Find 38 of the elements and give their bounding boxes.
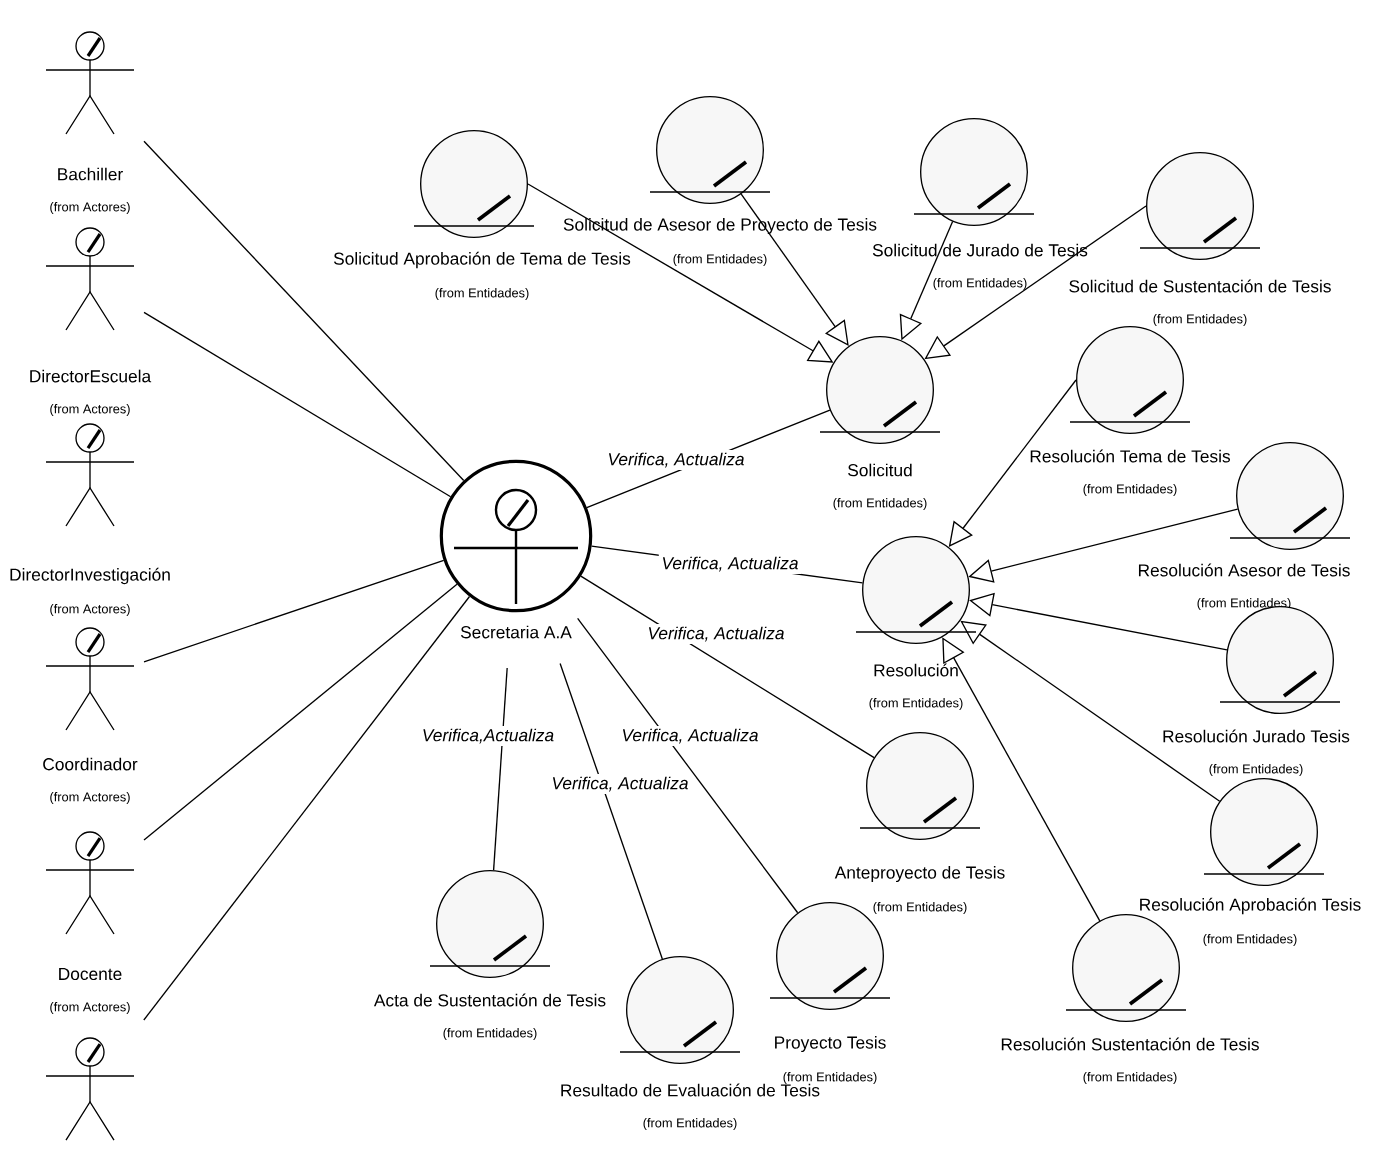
connector (942, 637, 1101, 922)
connector (924, 205, 1147, 360)
node-name: Coordinador (43, 757, 138, 771)
node-name: Secretaria A.A (460, 625, 572, 639)
node-name: Resultado de Evaluación de Tesis (561, 1083, 820, 1097)
connector (740, 193, 849, 346)
node-name: DirectorEscuela (30, 369, 152, 383)
connector (559, 662, 663, 960)
edge-label: Verifica, Actualiza (548, 773, 692, 795)
connector (143, 311, 452, 498)
actor-figure (45, 1037, 135, 1141)
edge-label: Verifica, Actualiza (644, 623, 788, 645)
connector (143, 583, 458, 841)
edge-label: Verifica, Actualiza (618, 725, 762, 747)
node-name: Docente (59, 967, 122, 981)
edge-label: Verifica, Actualiza (604, 449, 748, 471)
node-name: Resolución Sustentación de Tesis (1001, 1037, 1259, 1051)
connector (492, 667, 508, 871)
node-name: Resolución Asesor de Tesis (1138, 563, 1350, 577)
node-name: Bachiller (58, 167, 123, 181)
node-name: Resolución (874, 663, 958, 677)
edge-label: Verifica,Actualiza (419, 725, 557, 747)
node-name: Proyecto Tesis (775, 1035, 886, 1053)
node-name: DirectorInvestigación (10, 567, 170, 585)
connector (143, 595, 471, 1021)
connector (143, 559, 445, 663)
node-name: Solicitud de Sustentación de Tesis (1069, 279, 1331, 293)
node-name: Resolución Aprobación Tesis (1140, 897, 1361, 915)
edge-label: Verifica, Actualiza (658, 553, 802, 575)
node-name: Acta de Sustentación de Tesis (373, 993, 606, 1007)
node-name: Solicitud (848, 463, 912, 477)
connector (576, 617, 799, 914)
connector (143, 140, 465, 482)
node-name: Anteproyecto de Tesis (834, 865, 1005, 883)
node-name: Resolución Jurado Tesis (1163, 729, 1350, 743)
connector (580, 575, 875, 759)
node-name: Solicitud Aprobación de Tema de Tesis (333, 251, 631, 269)
node-name: Resolución Tema de Tesis (1030, 449, 1230, 463)
